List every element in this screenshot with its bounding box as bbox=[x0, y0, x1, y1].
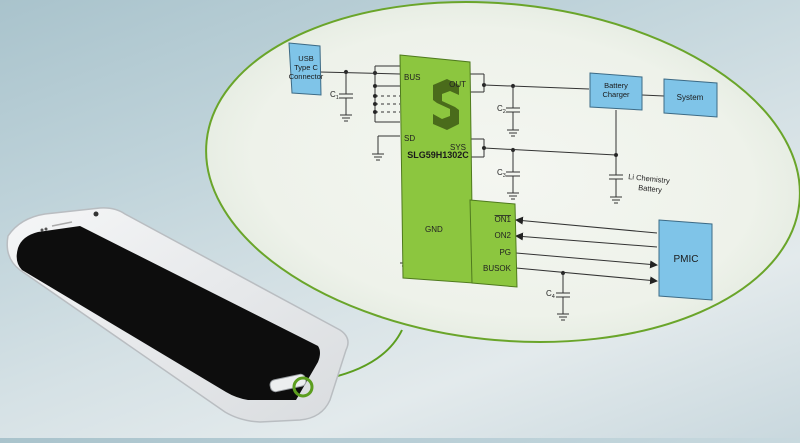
svg-text:C4: C4 bbox=[546, 289, 555, 300]
svg-text:PMIC: PMIC bbox=[674, 254, 699, 265]
pin-busok-label: BUSOK bbox=[483, 264, 512, 273]
pin-on2-label: ON2 bbox=[495, 231, 512, 240]
pin-out: OUT bbox=[449, 80, 466, 89]
svg-text:Battery: Battery bbox=[604, 81, 628, 90]
svg-text:Li Chemistry: Li Chemistry bbox=[628, 172, 671, 185]
capacitor-c2-label: C2 bbox=[497, 104, 506, 115]
battery-charger-block: Battery Charger bbox=[589, 72, 643, 111]
usb-type-c-connector-block: USB Type C Connector bbox=[288, 42, 324, 96]
li-chemistry-battery-label: Li Chemistry Battery bbox=[628, 172, 671, 194]
silego-logo-icon bbox=[433, 79, 459, 130]
pin-sd: SD bbox=[404, 134, 415, 143]
usb-port-highlight-ring bbox=[292, 376, 314, 398]
capacitor-c1-label: C1 bbox=[330, 90, 339, 101]
callout-ellipse bbox=[205, 1, 800, 343]
svg-text:Charger: Charger bbox=[602, 90, 630, 99]
svg-text:USB: USB bbox=[298, 54, 313, 63]
pin-gnd: GND bbox=[425, 225, 443, 234]
smartphone bbox=[6, 207, 349, 423]
chip-part-number: SLG59H1302C bbox=[407, 150, 469, 160]
schematic bbox=[319, 65, 665, 321]
svg-text:Battery: Battery bbox=[638, 183, 663, 194]
svg-text:C3: C3 bbox=[497, 168, 506, 179]
svg-text:Connector: Connector bbox=[289, 72, 324, 81]
system-block: System bbox=[663, 78, 718, 118]
phone-front-camera bbox=[93, 211, 99, 217]
pin-bus: BUS bbox=[404, 73, 420, 82]
pin-pg-label: PG bbox=[499, 248, 511, 257]
pin-on1-label: ON1 bbox=[495, 215, 512, 224]
svg-text:Type C: Type C bbox=[294, 63, 318, 72]
svg-text:C1: C1 bbox=[330, 90, 339, 101]
capacitor-c3-label: C3 bbox=[497, 168, 506, 179]
svg-text:System: System bbox=[677, 93, 704, 102]
pmic-block: PMIC bbox=[658, 219, 713, 301]
phone-screen bbox=[16, 226, 321, 400]
svg-text:C2: C2 bbox=[497, 104, 506, 115]
pin-sys: SYS bbox=[450, 143, 466, 152]
capacitor-c4-label: C4 bbox=[546, 289, 555, 300]
